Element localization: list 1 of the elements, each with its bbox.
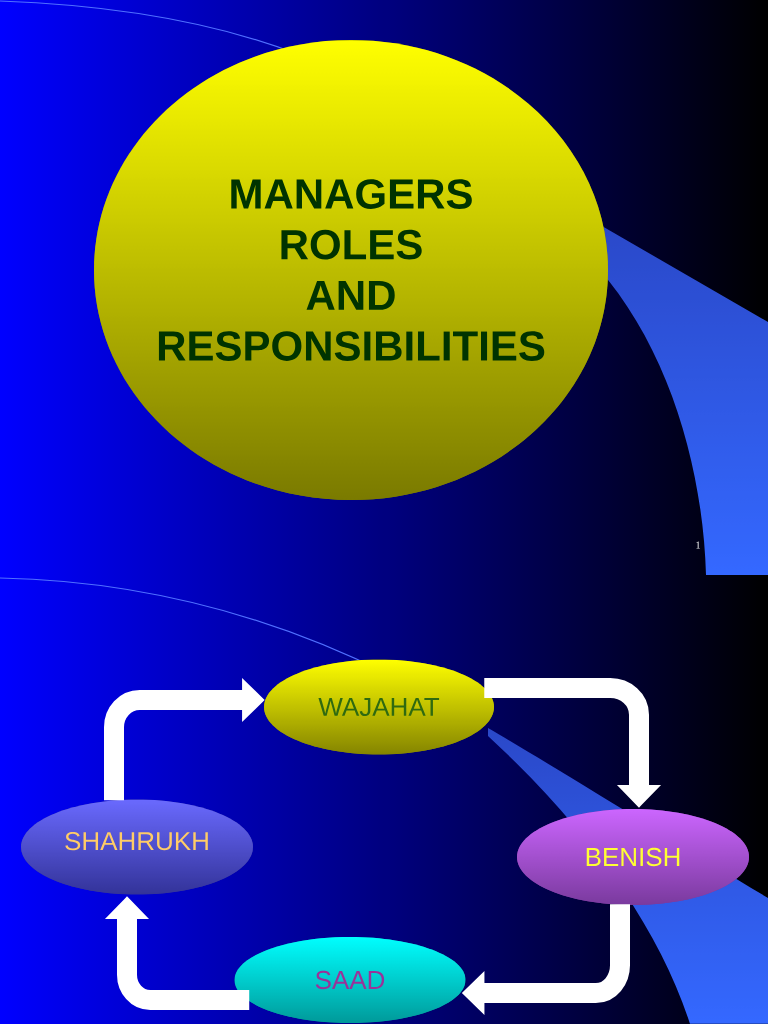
slide-number: 1 — [696, 541, 700, 549]
